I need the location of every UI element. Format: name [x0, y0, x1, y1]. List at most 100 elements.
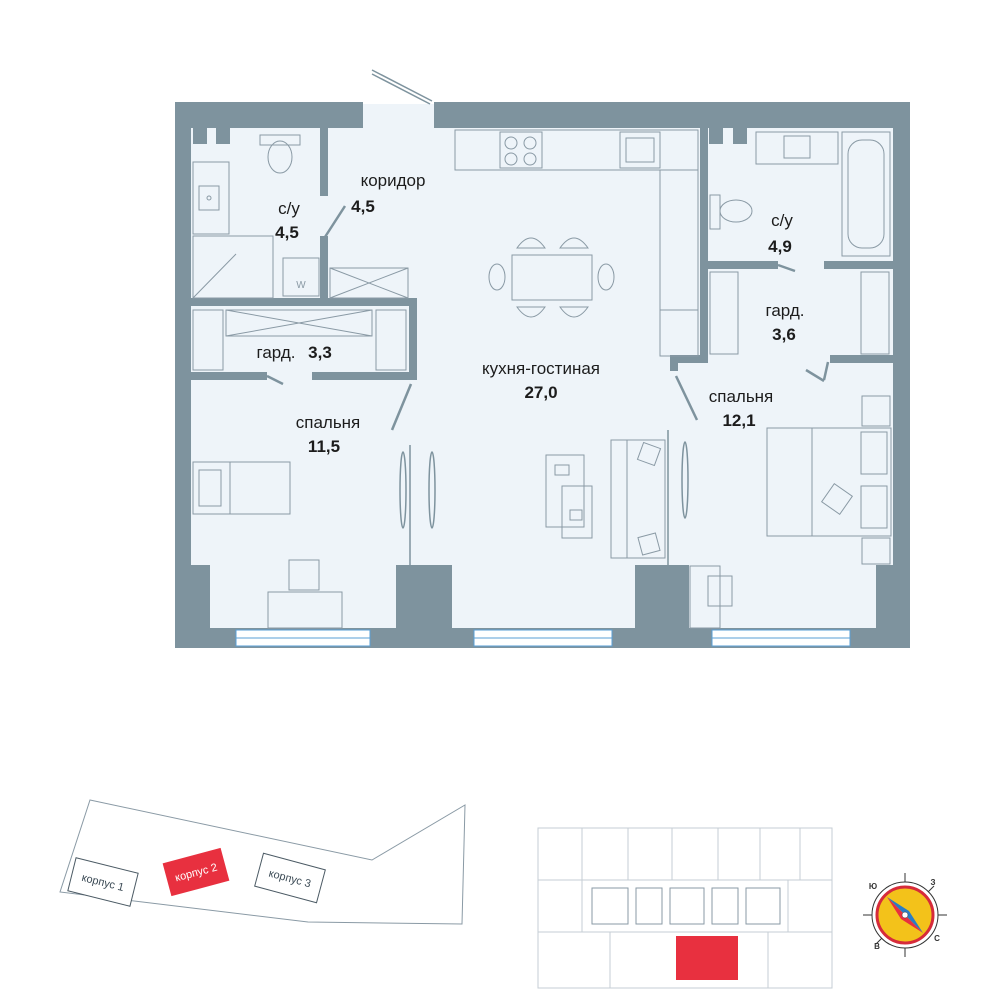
- interior-walls: [191, 128, 893, 380]
- bedroom2-nightstand-bottom: [861, 537, 891, 565]
- bedroom2-pillow-2: [860, 485, 888, 529]
- chair-1: [516, 237, 546, 249]
- door-bath1: [323, 205, 347, 238]
- room-area-bath-2: 4,9: [768, 237, 792, 256]
- wall-ward1-bottom-a: [191, 372, 267, 380]
- wardrobe2-furniture: [709, 271, 890, 355]
- key-plan-outline: [537, 827, 833, 989]
- chair-6: [597, 263, 615, 291]
- wall-left: [175, 102, 191, 648]
- wardrobe2-shelf-left: [709, 271, 739, 355]
- wall-bath1-right-low: [320, 236, 328, 302]
- coffee-table-2: [561, 485, 593, 539]
- bedroom1-pillow: [198, 469, 222, 507]
- door-wardrobe2-swing: [805, 368, 825, 383]
- partition-left-3: [428, 451, 436, 529]
- wardrobe1-furniture: [192, 309, 407, 371]
- room-name-bedroom-2: спальня: [709, 387, 774, 406]
- key-plan-stair-3: [669, 887, 705, 925]
- door-bath2: [777, 263, 796, 273]
- room-area-kitchen-living: 27,0: [524, 383, 557, 402]
- bath1-washer: [282, 257, 320, 297]
- key-plan-stair-5: [745, 887, 781, 925]
- bedroom2-chair: [707, 575, 733, 607]
- room-area-bath-1: 4,5: [275, 223, 299, 242]
- floor-key-plan: [537, 827, 833, 989]
- key-plan-apartment-highlight: [676, 936, 738, 980]
- compass-ticks: [863, 873, 947, 957]
- bedroom1-desk: [267, 591, 343, 629]
- compass-rose: Ю З В С: [863, 873, 947, 957]
- hob-ring-4: [523, 152, 537, 166]
- column-mid-left: [396, 565, 452, 648]
- wall-ward2-stub: [670, 355, 678, 371]
- wall-corridor-right: [409, 298, 417, 380]
- wall-stub-tl-1: [193, 128, 207, 144]
- chair-4: [559, 306, 589, 318]
- bath2-sink: [783, 135, 811, 159]
- wall-stub-tr-1: [709, 128, 723, 144]
- wall-stub-tr-2: [733, 128, 747, 144]
- wall-ward2-bottom-left: [670, 355, 708, 363]
- column-right: [876, 565, 910, 648]
- bedroom2-cushion: [820, 482, 854, 516]
- building-3[interactable]: корпус 3: [254, 852, 326, 904]
- bath2-fixtures: [709, 131, 891, 257]
- room-area-bedroom-2: 12,1: [722, 411, 755, 430]
- door-wardrobe1: [266, 374, 284, 386]
- dining-table: [511, 254, 593, 301]
- bedroom2-desk: [689, 565, 721, 629]
- partition-left-2: [399, 451, 407, 529]
- key-plan-stair-4: [711, 887, 739, 925]
- kitchen-furniture: [454, 129, 699, 357]
- room-name-wardrobe-2: гард.: [766, 301, 805, 320]
- bedroom1-bed: [192, 461, 291, 515]
- wardrobe1-rail-x2: [225, 309, 373, 337]
- building-1-box: [67, 857, 139, 907]
- room-area-bedroom-1: 11,5: [308, 437, 340, 456]
- wardrobe1-shelf-right: [375, 309, 407, 371]
- room-area-wardrobe-2: 3,6: [772, 325, 796, 344]
- wall-stub-tl-2: [216, 128, 230, 144]
- bedroom2-pillow-1: [860, 431, 888, 475]
- room-name-bedroom-1: спальня: [296, 413, 361, 432]
- building-3-box: [254, 852, 326, 904]
- room-area-corridor: 4,5: [351, 197, 375, 216]
- bedroom2-nightstand-top: [861, 395, 891, 427]
- bath1-sink: [192, 161, 230, 235]
- entry-door-leaf: [371, 69, 433, 102]
- chair-2: [559, 237, 589, 249]
- kitchen-hob: [499, 131, 543, 169]
- door-bedroom2: [674, 375, 699, 421]
- bedroom2-furniture: [689, 395, 892, 629]
- site-outline: [59, 799, 466, 925]
- interior-doors: [266, 205, 830, 431]
- kitchen-sink: [619, 131, 661, 169]
- coffee-table-1: [545, 454, 585, 528]
- room-name-bath-1: с/у: [278, 199, 300, 218]
- apartment-plan: W: [175, 69, 910, 648]
- compass-center: [901, 911, 909, 919]
- entry-door: [371, 69, 433, 105]
- bath1-toilet-tank: [259, 134, 301, 146]
- kitchen-counter: [454, 129, 699, 171]
- door-wardrobe2: [822, 361, 830, 381]
- key-plan-stair-2: [635, 887, 663, 925]
- bath1-sink-drain: [206, 195, 212, 201]
- hob-ring-2: [523, 136, 537, 150]
- coffee-table-1-item: [554, 464, 570, 476]
- coffee-table-2-item: [569, 509, 583, 521]
- bedroom1-chair: [288, 559, 320, 591]
- room-name-kitchen-living: кухня-гостиная: [482, 359, 600, 378]
- wall-bath2-bottom-b: [824, 261, 893, 269]
- wall-bath2-bottom-a: [700, 261, 778, 269]
- bath1-fixtures: W: [192, 134, 320, 299]
- bedroom2-bed: [766, 427, 892, 537]
- wall-top-right: [434, 102, 910, 128]
- building-2[interactable]: корпус 2: [162, 847, 230, 897]
- hob-ring-3: [504, 152, 518, 166]
- cushion-1: [636, 441, 662, 467]
- wall-bath2-left: [700, 128, 708, 362]
- building-1[interactable]: корпус 1: [67, 857, 139, 907]
